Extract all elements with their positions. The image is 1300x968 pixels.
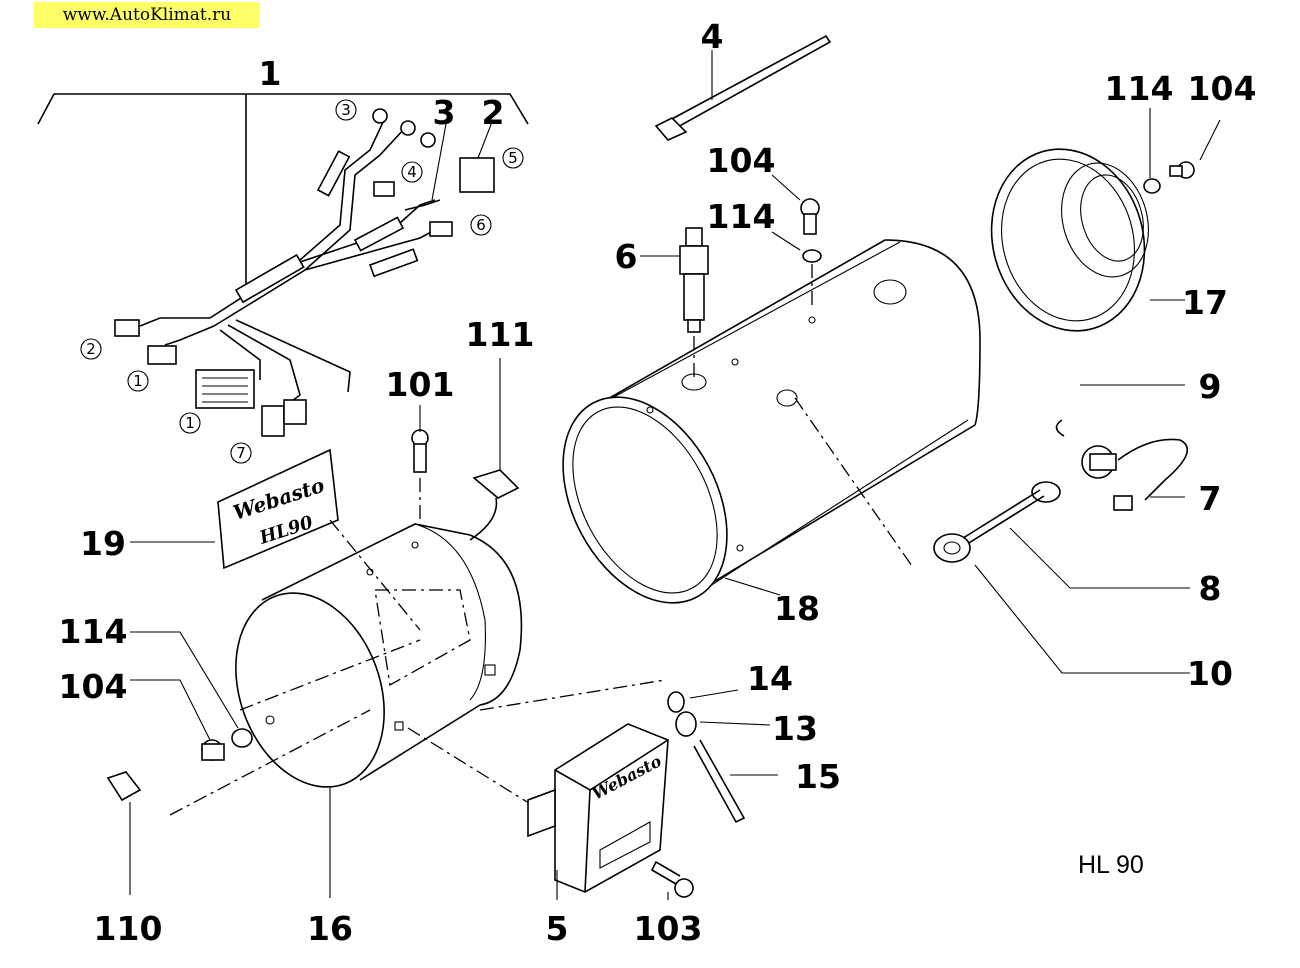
connector-6: 6 bbox=[476, 216, 486, 234]
connector-1a: 1 bbox=[133, 372, 143, 390]
callout-18: 18 bbox=[774, 589, 820, 628]
callout-2: 2 bbox=[482, 93, 505, 132]
housing-cylinder bbox=[169, 523, 666, 816]
callout-16: 16 bbox=[307, 909, 353, 948]
callout-104-cap: 104 bbox=[1188, 69, 1257, 108]
connector-3: 3 bbox=[341, 101, 351, 119]
callout-114-top: 114 bbox=[707, 197, 776, 236]
callout-7: 7 bbox=[1199, 479, 1222, 518]
callout-6: 6 bbox=[615, 237, 638, 276]
callout-15: 15 bbox=[795, 757, 841, 796]
callout-114-left: 114 bbox=[59, 612, 128, 651]
callout-10: 10 bbox=[1187, 654, 1233, 693]
callout-4: 4 bbox=[701, 17, 724, 56]
temperature-sensor bbox=[933, 419, 1189, 563]
callout-3: 3 bbox=[433, 93, 456, 132]
connector-2: 2 bbox=[86, 340, 96, 358]
end-cap bbox=[990, 148, 1195, 332]
control-unit: Webasto bbox=[527, 723, 669, 893]
connector-5: 5 bbox=[508, 149, 518, 167]
callout-8: 8 bbox=[1199, 569, 1222, 608]
callout-114-cap: 114 bbox=[1105, 69, 1174, 108]
connector-circles: 3 4 5 6 2 1 1 7 bbox=[80, 99, 524, 464]
callout-110: 110 bbox=[94, 909, 163, 948]
connector-1b: 1 bbox=[185, 414, 195, 432]
callout-101: 101 bbox=[386, 365, 455, 404]
label-plate: Webasto HL90 bbox=[217, 448, 421, 631]
callout-1: 1 bbox=[259, 54, 282, 93]
outer-casing-cylinder bbox=[562, 239, 981, 604]
connector-4: 4 bbox=[407, 163, 417, 181]
leader-lines bbox=[129, 50, 1221, 900]
callout-19: 19 bbox=[80, 524, 126, 563]
model-label: HL 90 bbox=[1078, 851, 1144, 879]
callout-9: 9 bbox=[1199, 367, 1222, 406]
callout-104-left: 104 bbox=[59, 667, 128, 706]
callout-103: 103 bbox=[634, 909, 703, 948]
connector-7: 7 bbox=[236, 444, 246, 462]
harness-bracket bbox=[37, 93, 529, 300]
watermark: www.AutoKlimat.ru bbox=[34, 2, 260, 28]
cable-tie bbox=[654, 34, 832, 141]
fasteners bbox=[106, 429, 746, 898]
wiring-harness bbox=[114, 108, 495, 437]
callout-labels: 1 2 3 4 104 114 6 114 104 17 111 101 9 7… bbox=[59, 17, 1257, 948]
top-screw-washer bbox=[800, 198, 822, 310]
spark-plug bbox=[679, 227, 709, 380]
callout-14: 14 bbox=[747, 659, 793, 698]
callout-111: 111 bbox=[466, 315, 535, 354]
callout-17: 17 bbox=[1182, 283, 1228, 322]
callout-104-top: 104 bbox=[707, 141, 776, 180]
callout-5: 5 bbox=[546, 909, 569, 948]
callout-13: 13 bbox=[772, 709, 818, 748]
